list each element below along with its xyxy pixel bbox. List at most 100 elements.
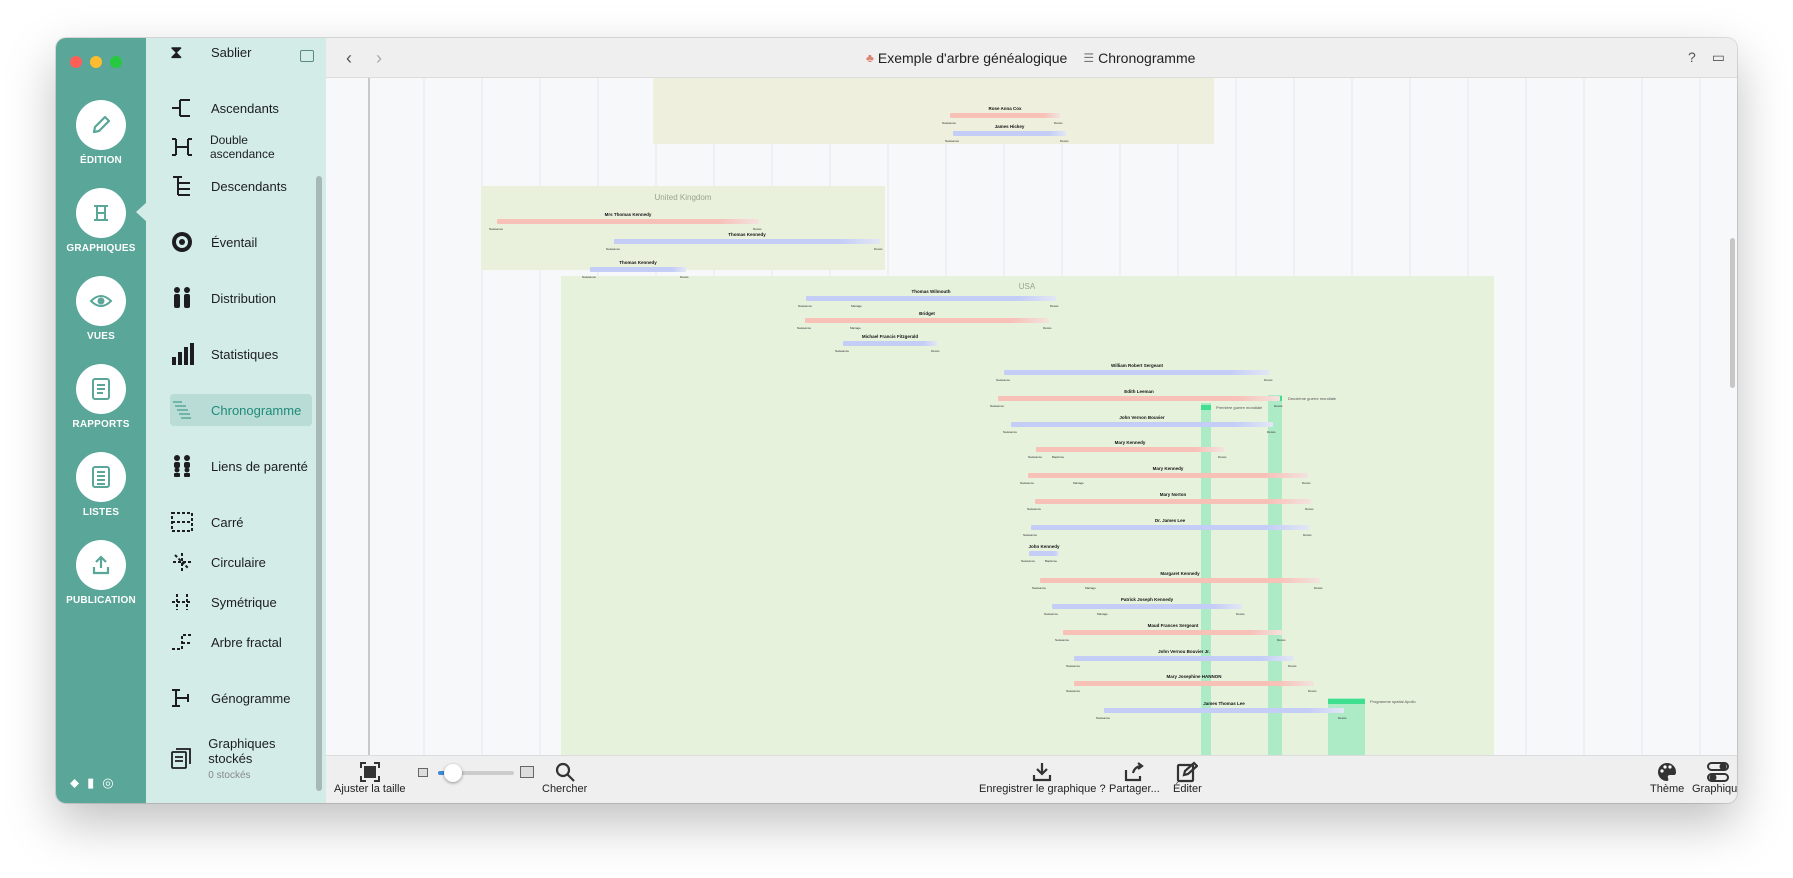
- sidebar-item-genogramme[interactable]: Génogramme: [170, 684, 312, 712]
- forward-icon[interactable]: ›: [376, 48, 382, 68]
- tag-icon[interactable]: ⬥: [70, 775, 80, 790]
- person-lifespan-bar[interactable]: [953, 131, 1066, 136]
- graph-options-button[interactable]: Graphique: [1692, 761, 1737, 795]
- person-lifespan-bar[interactable]: [590, 267, 686, 272]
- sidebar-item-arbre-fractal[interactable]: Arbre fractal: [170, 628, 312, 656]
- sidebar-item-symetrique[interactable]: Symétrique: [170, 588, 312, 616]
- person-lifespan-bar[interactable]: [1031, 525, 1309, 530]
- sidebar-item-sablier[interactable]: ⧗ Sablier: [170, 38, 312, 66]
- zoom-slider[interactable]: [438, 764, 514, 782]
- rail-item-publication[interactable]: PUBLICATION: [56, 540, 146, 606]
- sidebar-item-eventail[interactable]: Éventail: [170, 228, 312, 256]
- rail-item-listes[interactable]: LISTES: [56, 452, 146, 518]
- sidebar-item-descendants[interactable]: Descendants: [170, 172, 312, 200]
- tree-icon: ♣: [866, 51, 874, 65]
- person-lifespan-bar[interactable]: [998, 396, 1280, 401]
- window-toggle-icon[interactable]: ▭: [1711, 49, 1725, 65]
- save-chart-button[interactable]: Enregistrer le graphique ?: [979, 761, 1106, 795]
- crumb-view[interactable]: ☰ Chronogramme: [1083, 50, 1195, 66]
- person-lifespan-bar[interactable]: [1029, 551, 1059, 556]
- person-lifespan-bar[interactable]: [1040, 578, 1320, 583]
- back-icon[interactable]: ‹: [346, 48, 352, 68]
- fit-size-button[interactable]: Ajuster la taille: [334, 761, 406, 795]
- theme-button[interactable]: Thème: [1650, 761, 1684, 795]
- timeline-canvas[interactable]: United Kingdom USA Première guerre mondi…: [326, 78, 1737, 755]
- sidebar-item-chronogramme[interactable]: Chronogramme: [170, 394, 312, 426]
- person-lifespan-bar[interactable]: [1028, 473, 1308, 478]
- sidebar-item-circulaire[interactable]: Circulaire: [170, 548, 312, 576]
- rail-item-edition[interactable]: ÉDITION: [56, 100, 146, 166]
- person-lifespan-bar[interactable]: [1074, 656, 1294, 661]
- canvas-scrollbar[interactable]: [1730, 238, 1735, 388]
- crumb-tree[interactable]: ♣ Exemple d'arbre généalogique: [866, 50, 1067, 66]
- zoom-out-icon[interactable]: [418, 768, 428, 777]
- person-lifespan-bar[interactable]: [1036, 447, 1224, 452]
- sidebar-item-liens-de-parente[interactable]: Liens de parenté: [170, 452, 312, 480]
- rail-item-vues[interactable]: VUES: [56, 276, 146, 342]
- person-lifespan-bar[interactable]: [1074, 681, 1314, 686]
- person-lifespan-bar[interactable]: [1035, 499, 1311, 504]
- help-icon[interactable]: ?: [1687, 49, 1696, 65]
- rail-item-rapports[interactable]: RAPPORTS: [56, 364, 146, 430]
- sidebar-scrollbar[interactable]: [316, 176, 322, 791]
- person-lifespan-bar[interactable]: [614, 239, 880, 244]
- sidebar-toggle-icon[interactable]: [300, 50, 314, 62]
- person-lifespan-bar[interactable]: [843, 341, 937, 346]
- person-lifespan-bar[interactable]: [806, 296, 1056, 301]
- sidebar-item-stored-charts[interactable]: Graphiques stockés 0 stockés: [170, 735, 312, 781]
- person-lifespan-bar[interactable]: [805, 318, 1049, 323]
- sidebar-item-distribution[interactable]: Distribution: [170, 284, 312, 312]
- person-lifespan-bar[interactable]: [1063, 630, 1283, 635]
- stored-charts-label: Graphiques stockés: [208, 735, 276, 766]
- person-lifespan-bar[interactable]: [1004, 370, 1270, 375]
- fit-icon: [334, 761, 406, 783]
- person-lifespan-bar[interactable]: [950, 113, 1060, 118]
- birth-label: Naissance: [489, 227, 503, 231]
- sidebar-item-double-ascendance[interactable]: Double ascendance: [170, 133, 312, 161]
- person-lifespan-bar[interactable]: [1052, 604, 1242, 609]
- sidebar-item-ascendants[interactable]: Ascendants: [170, 94, 312, 122]
- share-button[interactable]: Partager...: [1109, 761, 1160, 795]
- search-button[interactable]: Chercher: [542, 761, 587, 795]
- zoom-window-button[interactable]: [110, 56, 122, 68]
- sidebar-item-carre[interactable]: Carré: [170, 508, 312, 536]
- birth-label: Naissance: [1020, 481, 1034, 485]
- person-lifespan-bar[interactable]: [1104, 708, 1344, 713]
- badge-icon[interactable]: ◎: [102, 775, 114, 790]
- chart-type-sidebar: ⧗ Sablier Ascendants Double ascendance D…: [146, 38, 326, 803]
- sidebar-item-statistiques[interactable]: Statistiques: [170, 340, 312, 368]
- person-lifespan-bar[interactable]: [1011, 422, 1273, 427]
- bookmark-icon[interactable]: ▮: [87, 775, 95, 790]
- edit-button[interactable]: Éditer: [1173, 761, 1202, 795]
- close-window-button[interactable]: [70, 56, 82, 68]
- person-name: Patrick Joseph Kennedy: [1121, 597, 1174, 602]
- birth-label: Naissance: [1096, 716, 1110, 720]
- person-lifespan-bar[interactable]: [497, 219, 759, 224]
- zoom-slider-knob[interactable]: [444, 764, 463, 782]
- zoom-in-icon[interactable]: [520, 766, 534, 778]
- rail-item-graphiques[interactable]: GRAPHIQUES: [56, 188, 146, 254]
- minimize-window-button[interactable]: [90, 56, 102, 68]
